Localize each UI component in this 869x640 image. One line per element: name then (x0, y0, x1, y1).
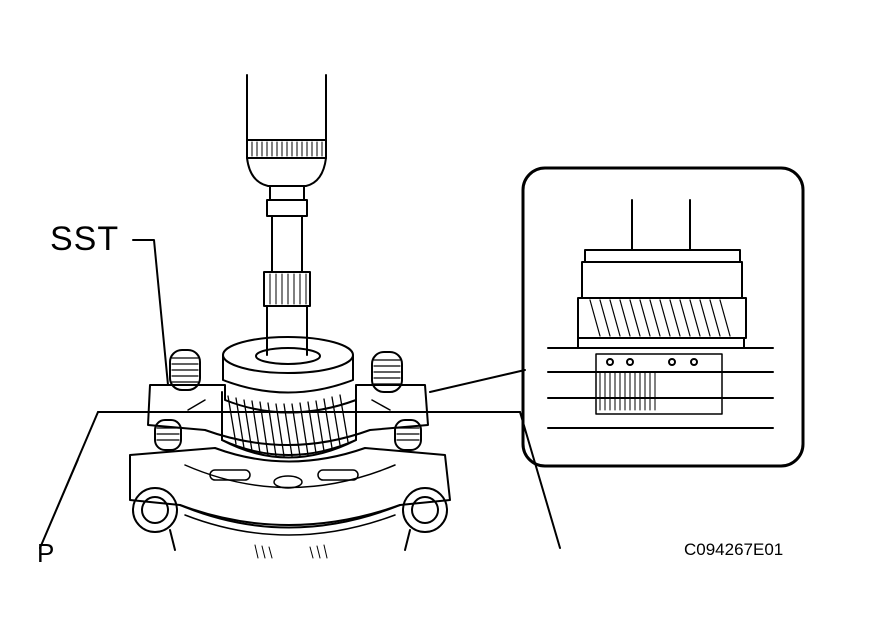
shaft (263, 199, 311, 356)
detail-inset (521, 166, 805, 468)
callout-pointer (429, 369, 526, 393)
bearing (222, 336, 354, 394)
helical-gear (221, 391, 357, 459)
bearing-separator-tool (129, 349, 451, 559)
figure-code-label: C094267E01 (684, 540, 784, 559)
view-marker-label: P (37, 538, 55, 568)
sst-leader-line (132, 239, 169, 386)
sst-label: SST (50, 220, 120, 258)
press-ram (246, 74, 327, 201)
